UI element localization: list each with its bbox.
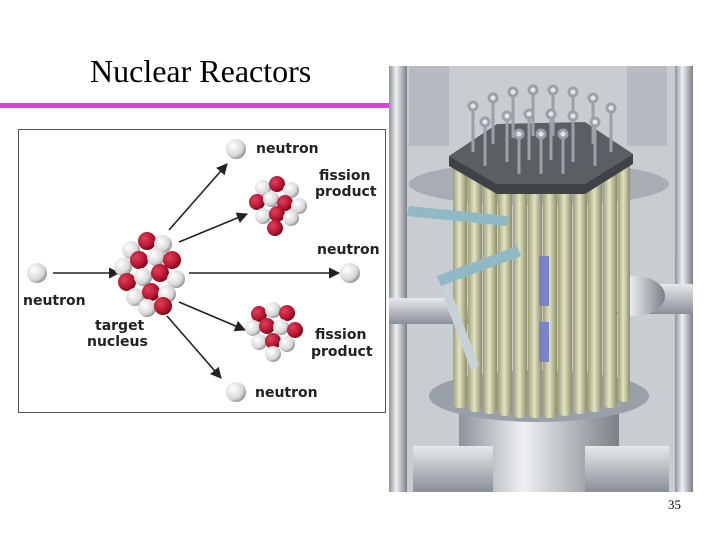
arrow-to-fission-bottom [178,301,247,332]
fission-product-bottom-spheres [245,302,303,362]
label-neutron-mid: neutron [317,242,380,258]
slide-title: Nuclear Reactors [90,53,312,89]
label-fission-top-2: product [315,184,377,200]
reactor-core-graphic [389,66,693,492]
label-fission-top-1: fission [319,168,371,184]
arrow-to-fission-top [178,212,249,243]
label-target-1: target [95,318,145,334]
label-fission-bottom-1: fission [315,327,367,343]
neutron-top [226,139,246,159]
label-neutron-top: neutron [256,141,319,157]
fission-diagram: neutron fission product neutron neutron … [18,129,386,413]
target-nucleus-spheres [114,232,185,317]
neutron-bottom [226,382,246,402]
label-neutron-left: neutron [23,293,86,309]
fission-product-top-spheres [249,176,307,236]
label-neutron-bottom: neutron [255,385,318,401]
reactor-core-illustration [389,66,693,492]
control-rod-tops [467,84,617,174]
label-fission-bottom-2: product [311,344,373,360]
label-target-2: nucleus [87,334,148,350]
arrow-to-neutron-top [168,163,228,231]
title-underline [0,103,392,108]
arrow-to-neutron-bottom [166,315,222,379]
page-number: 35 [668,497,681,512]
fission-diagram-graphic [27,139,360,402]
neutron-incoming [27,263,47,283]
neutron-mid [340,263,360,283]
